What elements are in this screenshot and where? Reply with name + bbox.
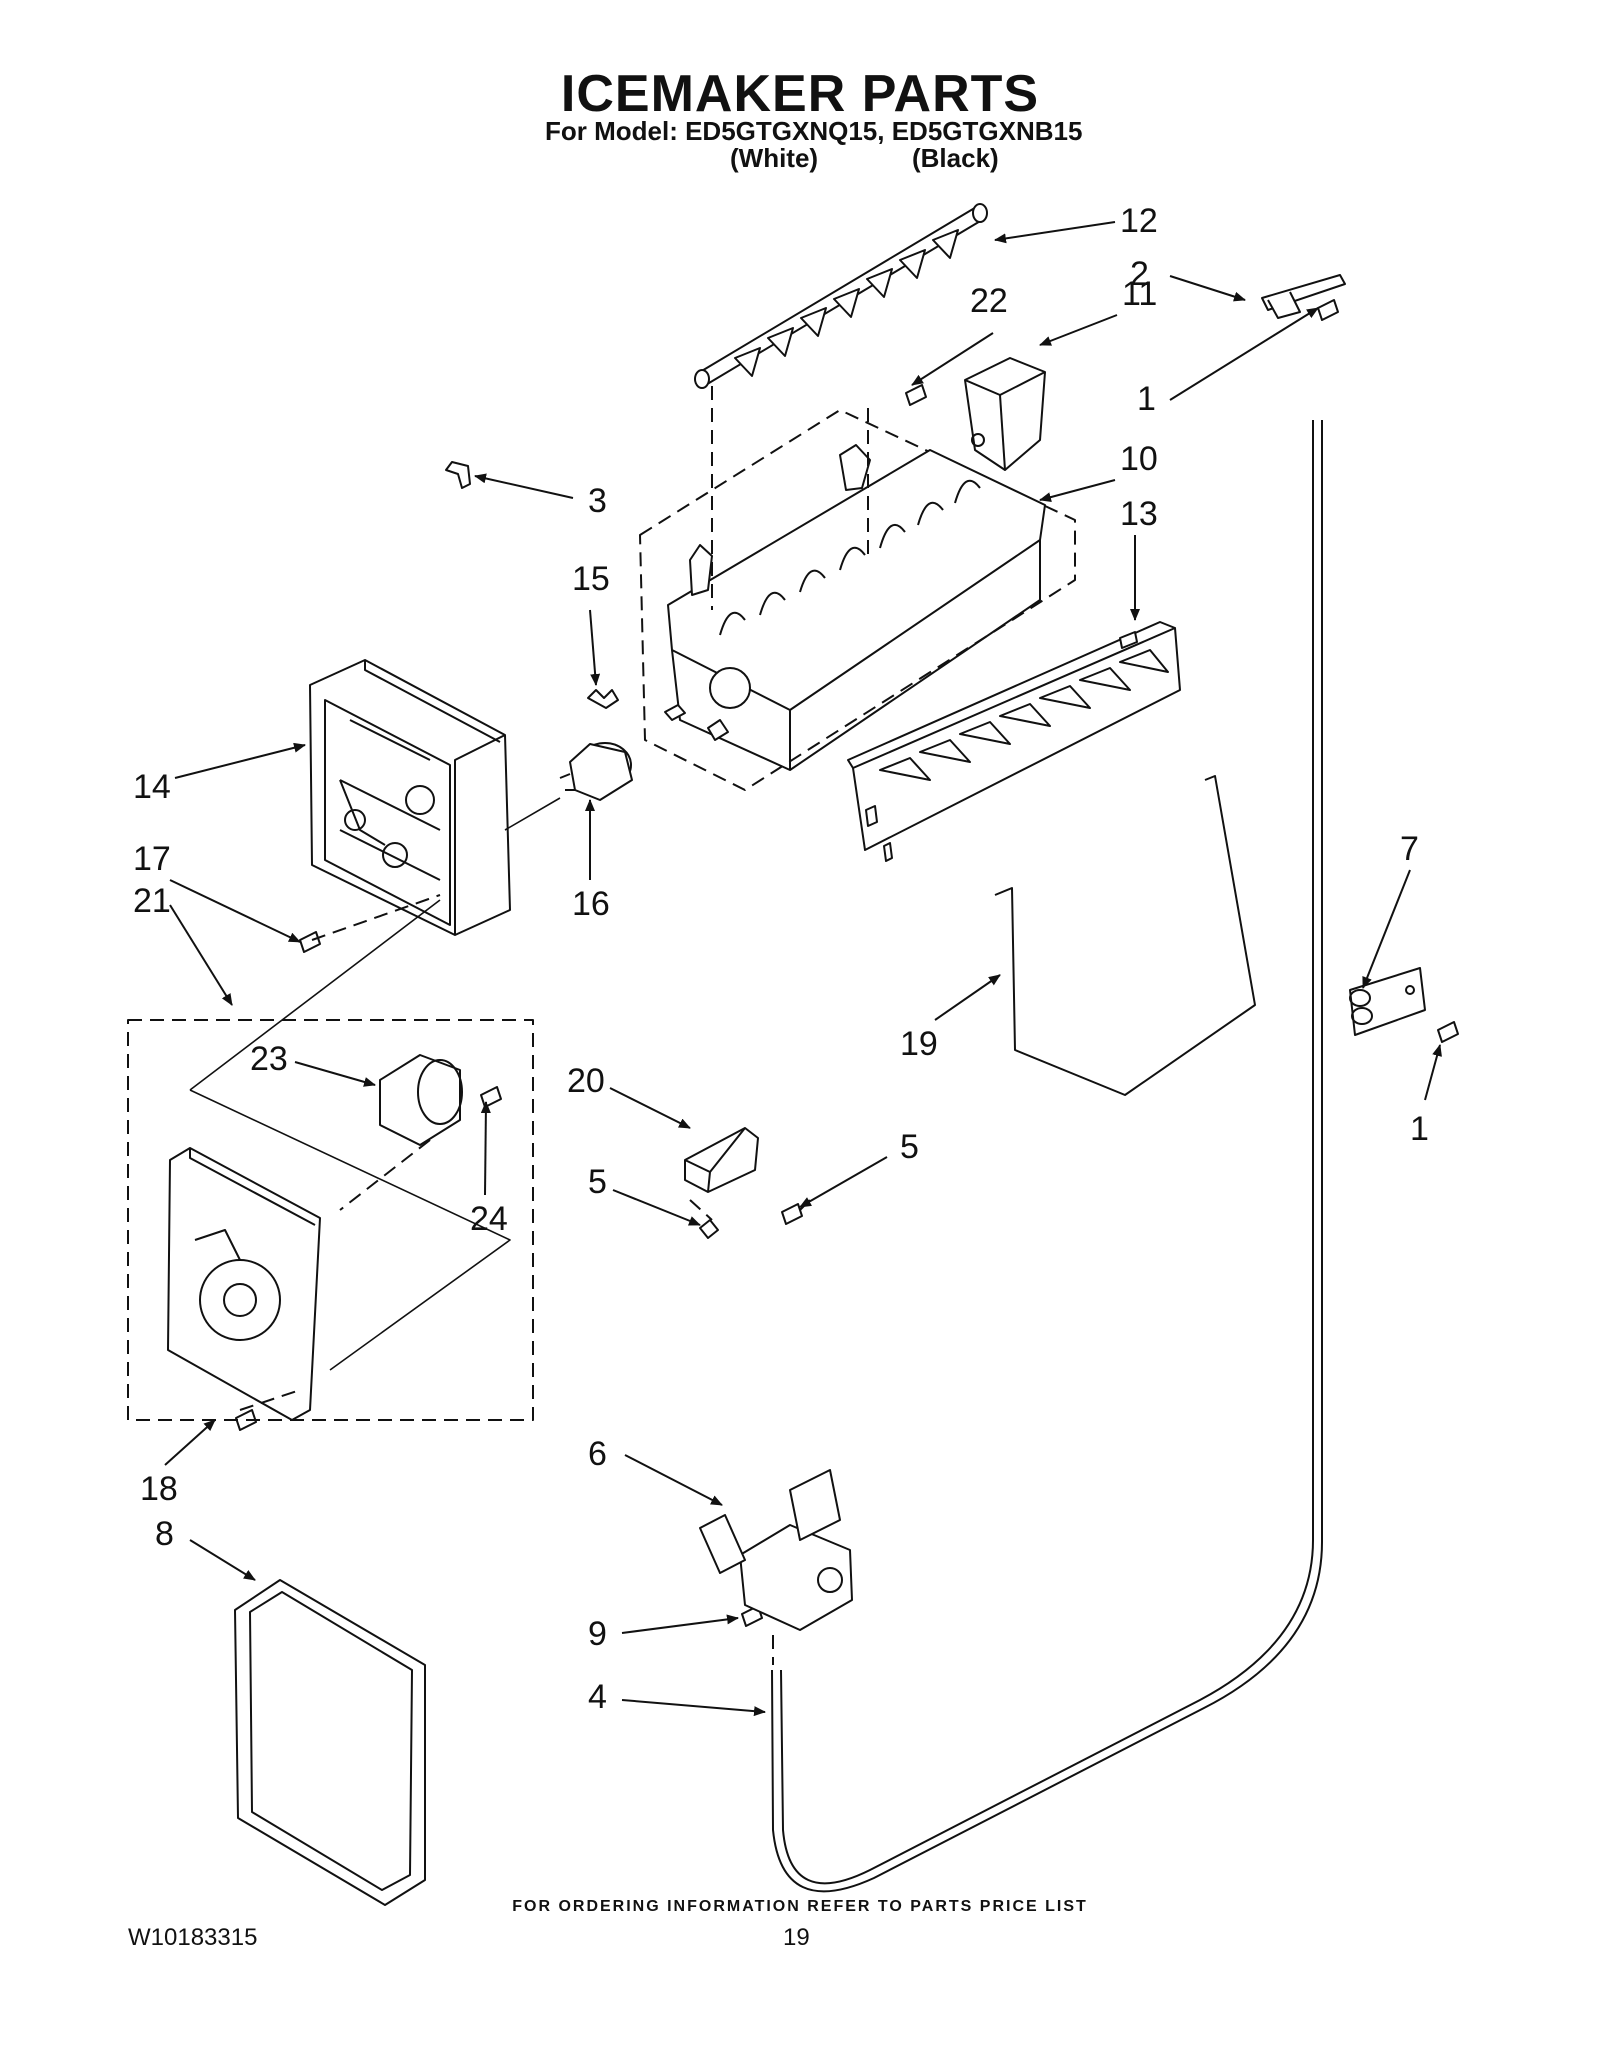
callout-numbers: 12 2 22 11 1 3 10 13 15 14 16 17 21 7 19… — [133, 202, 1429, 1716]
callout-13: 13 — [1120, 495, 1158, 533]
ice-mold-part — [639, 409, 1076, 791]
motor-part — [379, 1054, 463, 1146]
stripper-part — [847, 621, 1181, 862]
bracket-part — [1261, 274, 1346, 319]
assembly-guide-lines — [239, 386, 869, 1665]
callout-19: 19 — [900, 1025, 938, 1063]
callout-12: 12 — [1120, 202, 1158, 240]
callout-21: 21 — [133, 882, 171, 920]
fill-tube-part — [771, 420, 1323, 1893]
arm-bracket-part — [684, 1127, 759, 1193]
callout-5-left: 5 — [588, 1163, 607, 1201]
callout-22: 22 — [970, 282, 1008, 320]
shutoff-arm-part — [994, 775, 1256, 1096]
variant-black-label: (Black) — [912, 143, 999, 173]
callout-4: 4 — [588, 1678, 607, 1716]
callout-1-right: 1 — [1410, 1110, 1429, 1148]
callout-1-top: 1 — [1137, 380, 1156, 418]
ordering-note: FOR ORDERING INFORMATION REFER TO PARTS … — [512, 1898, 1088, 1915]
callout-10: 10 — [1120, 440, 1158, 478]
clip-part — [445, 461, 471, 489]
ejector-shaft-part — [694, 203, 988, 389]
callout-5-right: 5 — [900, 1128, 919, 1166]
callout-leaders — [164, 221, 1442, 1717]
callout-23: 23 — [250, 1040, 288, 1078]
callout-7: 7 — [1400, 830, 1419, 868]
thermostat-part — [559, 742, 633, 801]
callout-17: 17 — [133, 840, 171, 878]
callout-6: 6 — [588, 1435, 607, 1473]
tube-clamp-part — [1349, 967, 1426, 1036]
callout-16: 16 — [572, 885, 610, 923]
screw-parts — [235, 299, 1459, 1627]
foam-cover-part — [234, 1579, 426, 1906]
callout-9: 9 — [588, 1615, 607, 1653]
callout-14: 14 — [133, 768, 171, 806]
callout-24: 24 — [470, 1200, 508, 1238]
variant-white-label: (White) — [730, 143, 819, 173]
callout-20: 20 — [567, 1062, 605, 1100]
callout-18: 18 — [140, 1470, 178, 1508]
page-number: 19 — [783, 1924, 810, 1951]
callout-3: 3 — [588, 482, 607, 520]
page-title: ICEMAKER PARTS — [560, 65, 1040, 123]
callout-11: 11 — [1122, 275, 1157, 313]
fill-cup-part — [964, 357, 1046, 471]
callout-15: 15 — [572, 560, 610, 598]
callout-8: 8 — [155, 1515, 174, 1553]
document-number: W10183315 — [128, 1924, 258, 1951]
wire-clip-part — [587, 689, 619, 709]
front-housing-part — [309, 659, 511, 936]
model-line: For Model: ED5GTGXNQ15, ED5GTGXNB15 — [545, 116, 1083, 146]
callout-2: 2 — [1130, 255, 1149, 293]
motor-module-part — [127, 1019, 534, 1421]
water-valve-part — [699, 1469, 853, 1631]
